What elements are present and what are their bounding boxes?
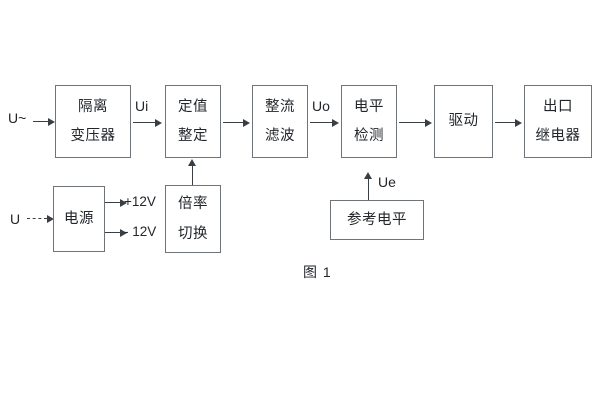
arrow-rectify-filter-to-level-detection (310, 118, 340, 127)
arrow-level-detection-to-drive (399, 118, 433, 127)
block-setpoint-setting-line-1: 定值 (178, 98, 208, 115)
block-reference-level: 参考电平 (330, 200, 424, 240)
figure-caption: 图 1 (303, 264, 332, 280)
block-rectify-filter-line-2: 滤波 (265, 128, 295, 144)
rail-label-positive: +12V (124, 194, 156, 209)
block-drive-line-1: 驱动 (448, 113, 479, 130)
signal-label-ui: Ui (135, 98, 149, 114)
block-ratio-switching-line-1: 倍率 (178, 196, 208, 212)
block-output-relay-line-1: 出口 (543, 98, 573, 115)
arrow-input-dc-to-power-supply (27, 214, 55, 223)
arrow-power-supply-rail-positive (105, 198, 127, 207)
block-ratio-switching: 倍率 切换 (165, 185, 221, 253)
block-isolation-transformer-line-1: 隔离 (78, 98, 108, 115)
input-signal-label-ac: U~ (8, 110, 27, 126)
block-level-detection-line-1: 电平 (354, 98, 384, 115)
block-setpoint-setting: 定值 整定 (165, 85, 221, 158)
arrow-power-supply-rail-negative (105, 228, 127, 237)
block-output-relay: 出口 继电器 (524, 85, 592, 158)
rail-label-negative: - 12V (124, 224, 157, 239)
arrow-ratio-switching-to-setpoint (188, 159, 197, 185)
arrow-isolation-transformer-to-setpoint (133, 118, 163, 127)
block-reference-level-line-1: 参考电平 (347, 211, 407, 228)
block-power-supply-line-1: 电源 (64, 210, 94, 227)
signal-label-uo: Uo (312, 98, 330, 114)
block-power-supply: 电源 (53, 186, 105, 252)
block-isolation-transformer: 隔离 变压器 (55, 85, 131, 158)
signal-label-ue: Ue (378, 174, 396, 190)
block-level-detection: 电平 检测 (341, 85, 397, 158)
block-rectify-filter: 整流 滤波 (252, 85, 308, 158)
arrow-input-ac-to-isolation-transformer (33, 117, 55, 126)
block-level-detection-line-2: 检测 (354, 128, 384, 144)
block-setpoint-setting-line-2: 整定 (178, 128, 208, 144)
block-rectify-filter-line-1: 整流 (265, 98, 295, 115)
arrow-reference-level-to-level-detection (364, 172, 373, 200)
arrow-setpoint-to-rectify-filter (223, 118, 251, 127)
block-isolation-transformer-line-2: 变压器 (70, 128, 116, 144)
block-drive: 驱动 (434, 85, 493, 158)
block-output-relay-line-2: 继电器 (535, 128, 581, 144)
arrow-drive-to-output-relay (495, 118, 523, 127)
block-ratio-switching-line-2: 切换 (178, 225, 208, 242)
input-signal-label-dc: U (10, 211, 21, 227)
